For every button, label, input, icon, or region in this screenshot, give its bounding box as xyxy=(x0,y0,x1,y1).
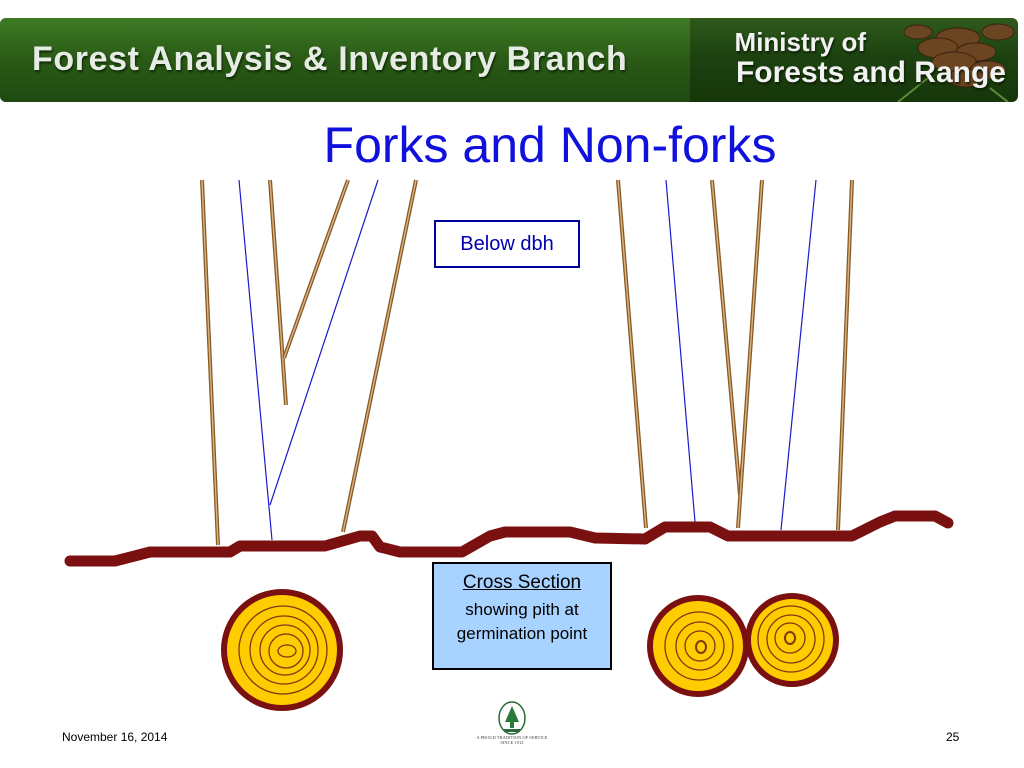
pith-line-left-1 xyxy=(238,179,273,541)
ground-line xyxy=(64,510,954,567)
cross-section-title: Cross Section xyxy=(462,572,582,593)
ministry-line-2: Forests and Range xyxy=(735,56,1006,89)
fork-branch-a-hl xyxy=(269,179,287,406)
forest-service-seal-icon xyxy=(498,701,526,735)
pith-line-right-2 xyxy=(780,179,817,531)
below-dbh-label: Below dbh xyxy=(434,220,580,268)
stem-right-4-hl xyxy=(837,179,853,531)
ministry-line-1: Ministry of xyxy=(734,27,866,57)
left-tree-group xyxy=(200,179,418,546)
stem-right-3-hl xyxy=(737,179,763,529)
stump-cross-section-right-a xyxy=(647,595,749,697)
stump-cross-section-left xyxy=(221,589,343,711)
pith-line-right-1 xyxy=(665,179,696,523)
stump-cross-section-right-b xyxy=(745,593,839,687)
right-tree-group xyxy=(616,179,854,531)
cross-section-legend-box: Cross Section showing pith at germinatio… xyxy=(432,562,612,670)
stem-left-right-hl xyxy=(342,179,417,533)
pith-line-left-2 xyxy=(269,179,379,506)
cross-section-line-2: germination point xyxy=(456,624,588,643)
stem-right-1-hl xyxy=(617,179,647,529)
branch-title: Forest Analysis & Inventory Branch xyxy=(32,40,628,78)
ministry-logo-text: Ministry of Forests and Range xyxy=(706,28,1006,90)
page-number: 25 xyxy=(946,730,960,744)
fork-branch-b-hl xyxy=(283,179,349,359)
banner-left-panel xyxy=(0,18,690,102)
footer-date: November 16, 2014 xyxy=(62,730,168,744)
cross-section-line-1: showing pith at xyxy=(465,600,579,619)
footer-tagline: A PROUD TRADITION OF SERVICE SINCE 1912 xyxy=(476,735,548,745)
stem-left-outer-hl xyxy=(201,179,219,546)
slide-title: Forks and Non-forks xyxy=(323,117,777,173)
header-banner: Forest Analysis & Inventory Branch Minis… xyxy=(0,18,1018,102)
stem-right-2-hl xyxy=(711,179,741,496)
pine-cone-icon xyxy=(897,23,1015,102)
